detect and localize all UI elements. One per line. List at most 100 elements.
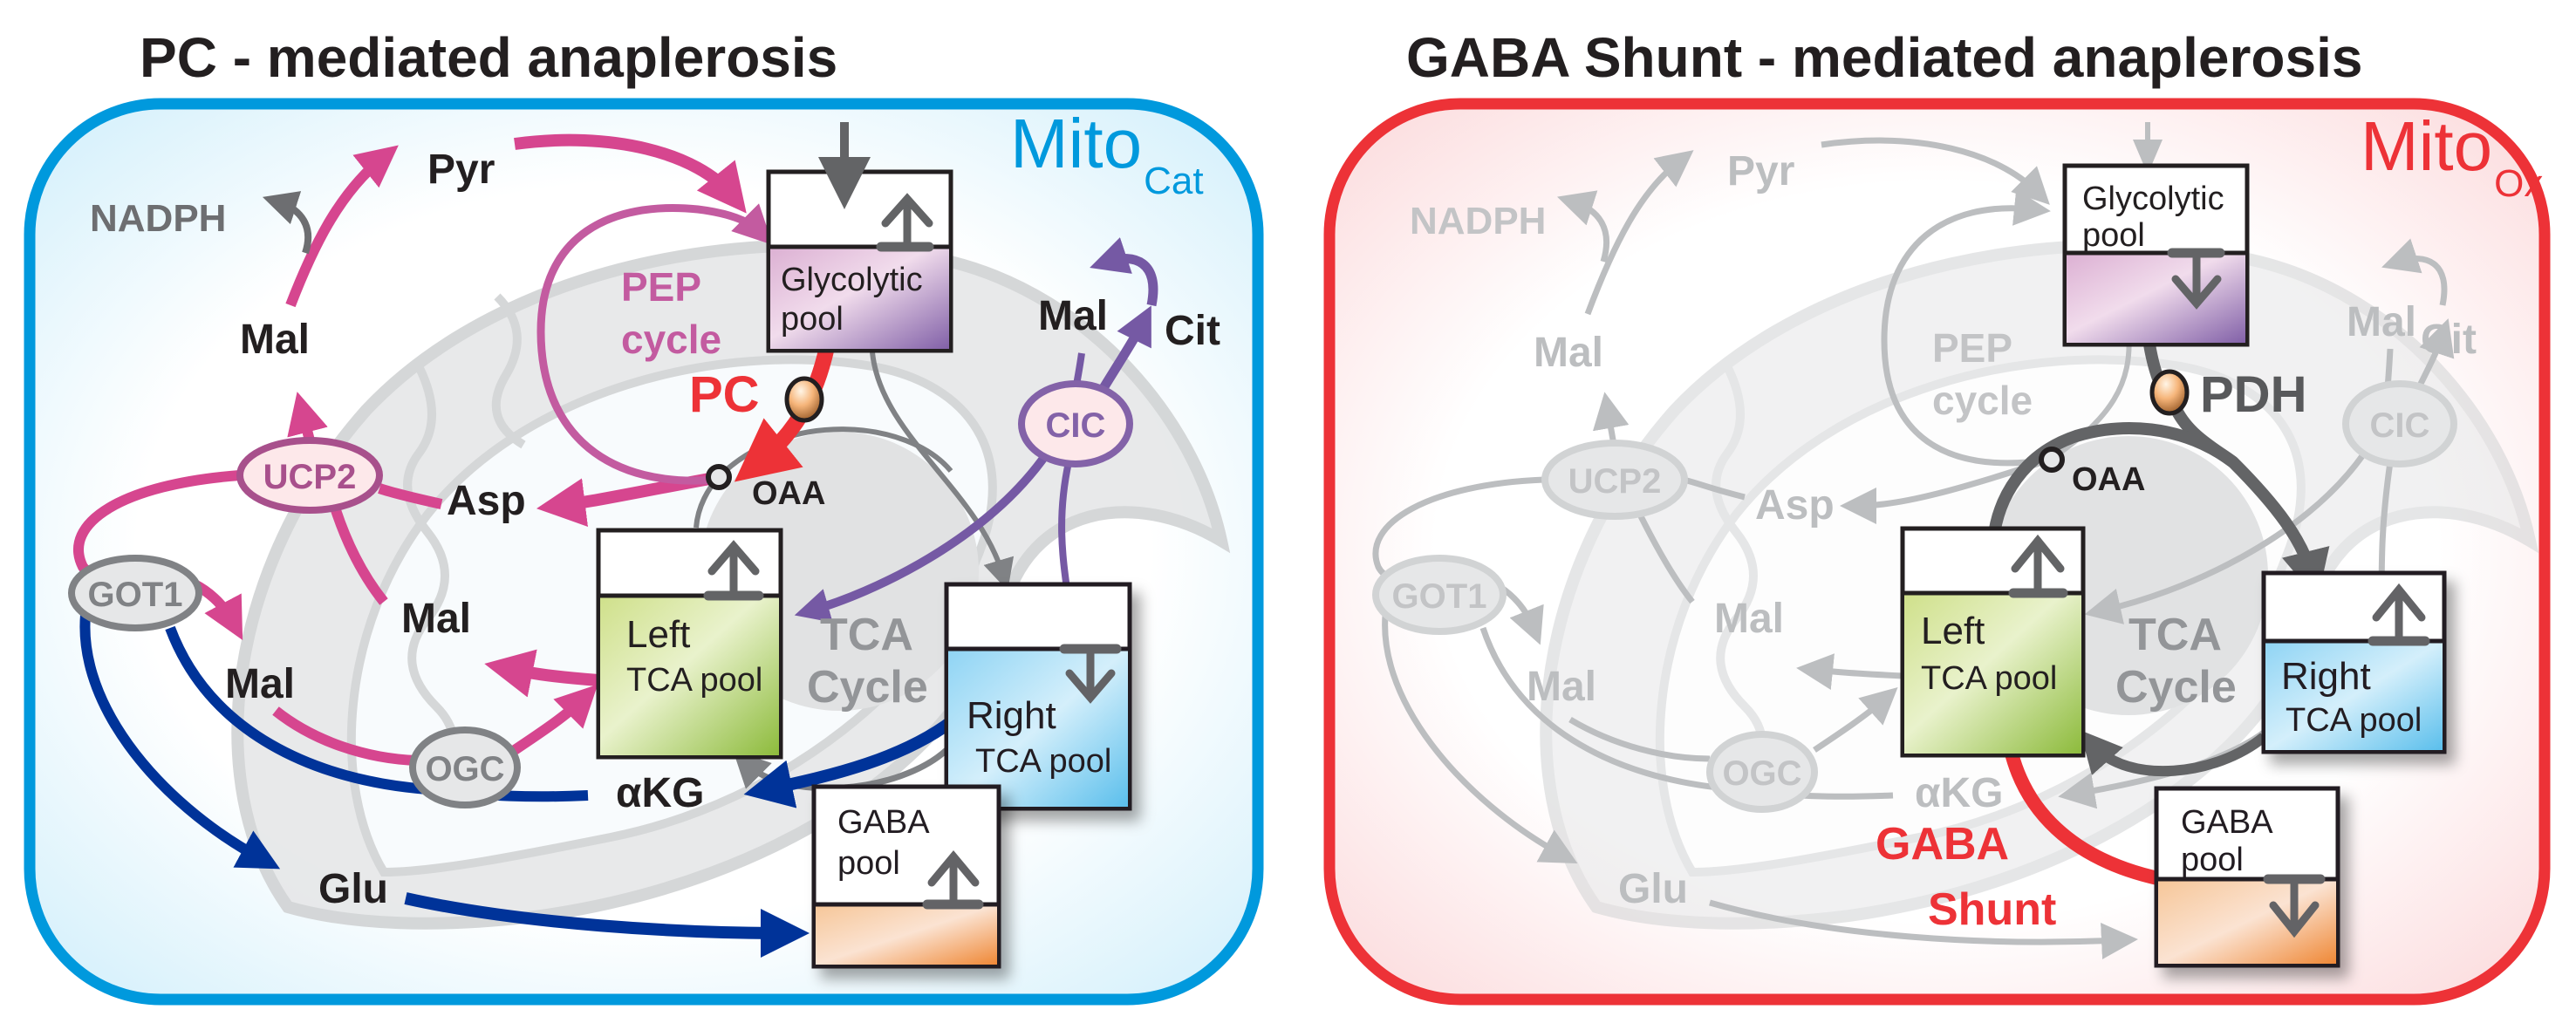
pc-enzyme-ball xyxy=(784,376,824,423)
metabolite-cit: Cit xyxy=(1165,308,1220,354)
akg-ogc-to-got1-line xyxy=(165,625,589,802)
mal-to-nadph-arrow xyxy=(262,191,312,255)
left-tca-pool-line1: Left xyxy=(1921,610,1985,652)
left-tca-pool-line2: TCA pool xyxy=(1921,660,2057,697)
pdh-to-right-tca-arrow xyxy=(2170,406,2330,600)
glycolytic-trend-down-icon xyxy=(2167,248,2225,310)
oaa-node xyxy=(706,464,732,490)
cic-label: CIC xyxy=(2370,406,2430,445)
ucp2-to-mal-mid-line xyxy=(1636,513,1695,604)
metabolite-glu: Glu xyxy=(1618,866,1688,912)
pep-cycle-label-line1: PEP xyxy=(621,264,701,310)
gaba-pool-line2: pool xyxy=(2181,842,2244,878)
pep-cycle-label-line2: cycle xyxy=(1932,378,2033,423)
gaba-shunt-label-line2: Shunt xyxy=(1928,884,2056,935)
got1-label: GOT1 xyxy=(88,576,183,614)
pdh-enzyme-ball xyxy=(2149,369,2190,416)
asp-to-ucp2-line xyxy=(378,483,443,509)
enzyme-pc-label: PC xyxy=(689,366,760,423)
ucp2-to-mal-arrow xyxy=(287,392,328,442)
glycolytic-pool-box: Glycolytic pool xyxy=(2062,122,2250,347)
metabolite-oaa: OAA xyxy=(2072,461,2145,498)
glycolytic-pool-line2: pool xyxy=(2082,217,2145,254)
left-tca-pool-box: Left TCA pool xyxy=(596,528,783,760)
metabolite-glu: Glu xyxy=(318,866,388,912)
glu-to-gaba-arrow xyxy=(404,892,810,958)
faded-pathways xyxy=(1372,137,2455,959)
mito-label: Mito xyxy=(2361,107,2492,185)
ogc-transporter: OGC xyxy=(409,726,521,808)
right-tca-pool-line1: Right xyxy=(2281,655,2371,698)
left-tca-trend-up-icon xyxy=(703,540,764,601)
glycolytic-pool-line1: Glycolytic xyxy=(2082,181,2224,217)
metabolite-pyr: Pyr xyxy=(427,147,495,193)
glycolytic-to-right-tca-arrow xyxy=(870,351,1015,591)
ucp2-to-mal-arrow xyxy=(1592,392,1630,446)
cic-to-cit-arrow xyxy=(1097,305,1151,395)
tca-cycle-label-line1: TCA xyxy=(2128,610,2222,660)
right-tca-trend-up-icon xyxy=(2368,583,2430,646)
tca-cycle-label-line1: TCA xyxy=(820,610,913,660)
right-tca-pool-box: Right TCA pool xyxy=(944,582,1132,811)
metabolite-cit: Cit xyxy=(2421,317,2477,363)
metabolite-mal-mid: Mal xyxy=(1714,596,1784,642)
mal-ogc-to-left-tca-arrow xyxy=(272,698,584,766)
ogc-transporter: OGC xyxy=(1706,731,1818,813)
tca-cycle-label-line2: Cycle xyxy=(2115,662,2237,713)
right-tca-pool-line2: TCA pool xyxy=(975,743,1111,780)
cic-transporter: CIC xyxy=(2342,380,2457,467)
metabolite-mal-low: Mal xyxy=(1527,664,1596,710)
metabolite-mal-top: Mal xyxy=(240,317,310,363)
cit-to-mal-arrow xyxy=(2381,238,2448,306)
glycolytic-input-arrow-head-icon xyxy=(2133,140,2163,174)
right-tca-pool-line1: Right xyxy=(967,694,1056,737)
metabolite-mal-top: Mal xyxy=(1534,330,1603,376)
cic-to-left-tca-arrow xyxy=(2084,451,2367,624)
cic-transporter: CIC xyxy=(1018,380,1133,467)
metabolite-mal-right: Mal xyxy=(1038,293,1108,339)
left-tca-pool-line2: TCA pool xyxy=(626,662,762,699)
metabolite-pyr: Pyr xyxy=(1727,148,1794,194)
metabolite-nadph: NADPH xyxy=(90,197,226,240)
metabolite-nadph: NADPH xyxy=(1410,200,1546,242)
metabolite-akg: αKG xyxy=(616,770,705,816)
gaba-trend-down-icon xyxy=(2263,874,2326,938)
glycolytic-trend-up-icon xyxy=(876,193,934,252)
got1-to-glu-arrow xyxy=(1382,601,1578,864)
glycolytic-input-arrow-head-icon xyxy=(818,157,871,209)
pep-cycle-loop-arrow xyxy=(1881,189,2051,467)
left-tca-pool-line1: Left xyxy=(626,613,690,656)
mito-cat-label: Mito Cat xyxy=(1010,105,1204,202)
pep-cycle-label-line2: cycle xyxy=(621,317,721,362)
ucp2-to-mal-mid-line xyxy=(331,508,388,605)
right-panel-title: GABA Shunt - mediated anaplerosis xyxy=(1406,26,2362,89)
metabolite-akg: αKG xyxy=(1915,770,2004,816)
pyr-to-glycolytic-arrow xyxy=(1821,137,2050,205)
gaba-pool-box: GABA pool xyxy=(811,784,1001,969)
mal-ogc-to-left-tca-arrow xyxy=(1568,699,1884,762)
right-tca-pool-line2: TCA pool xyxy=(2286,702,2422,739)
left-tca-trend-up-icon xyxy=(2008,534,2068,598)
ucp2-label: UCP2 xyxy=(263,458,357,496)
metabolite-mal-low: Mal xyxy=(225,661,295,707)
right-tca-trend-down-icon xyxy=(1059,644,1122,704)
metabolite-mal-mid: Mal xyxy=(401,596,471,642)
metabolite-mal-right: Mal xyxy=(2347,299,2416,345)
cit-to-mal-arrow xyxy=(1090,237,1158,307)
oaa-node xyxy=(2039,447,2065,473)
glycolytic-pool-box: Glycolytic pool xyxy=(766,122,953,353)
cic-to-left-tca-arrow xyxy=(794,451,1051,623)
mal-to-pyr-arrow xyxy=(1584,150,1694,316)
got1-transporter: GOT1 xyxy=(68,555,202,631)
akg-ogc-to-got1-line xyxy=(1479,626,1894,800)
enzyme-pdh-label: PDH xyxy=(2200,366,2306,423)
gaba-shunt-label-line1: GABA xyxy=(1876,819,2009,870)
glu-to-gaba-arrow xyxy=(1709,899,2138,959)
gaba-pool-line1: GABA xyxy=(837,804,930,841)
glycolytic-pool-line2: pool xyxy=(781,301,844,338)
got1-to-glu-arrow xyxy=(79,600,281,870)
asp-to-ucp2-line xyxy=(1683,476,1746,501)
left-tca-pool-box: Left TCA pool xyxy=(1900,526,2086,758)
tca-cycle-label-line2: Cycle xyxy=(807,662,928,713)
